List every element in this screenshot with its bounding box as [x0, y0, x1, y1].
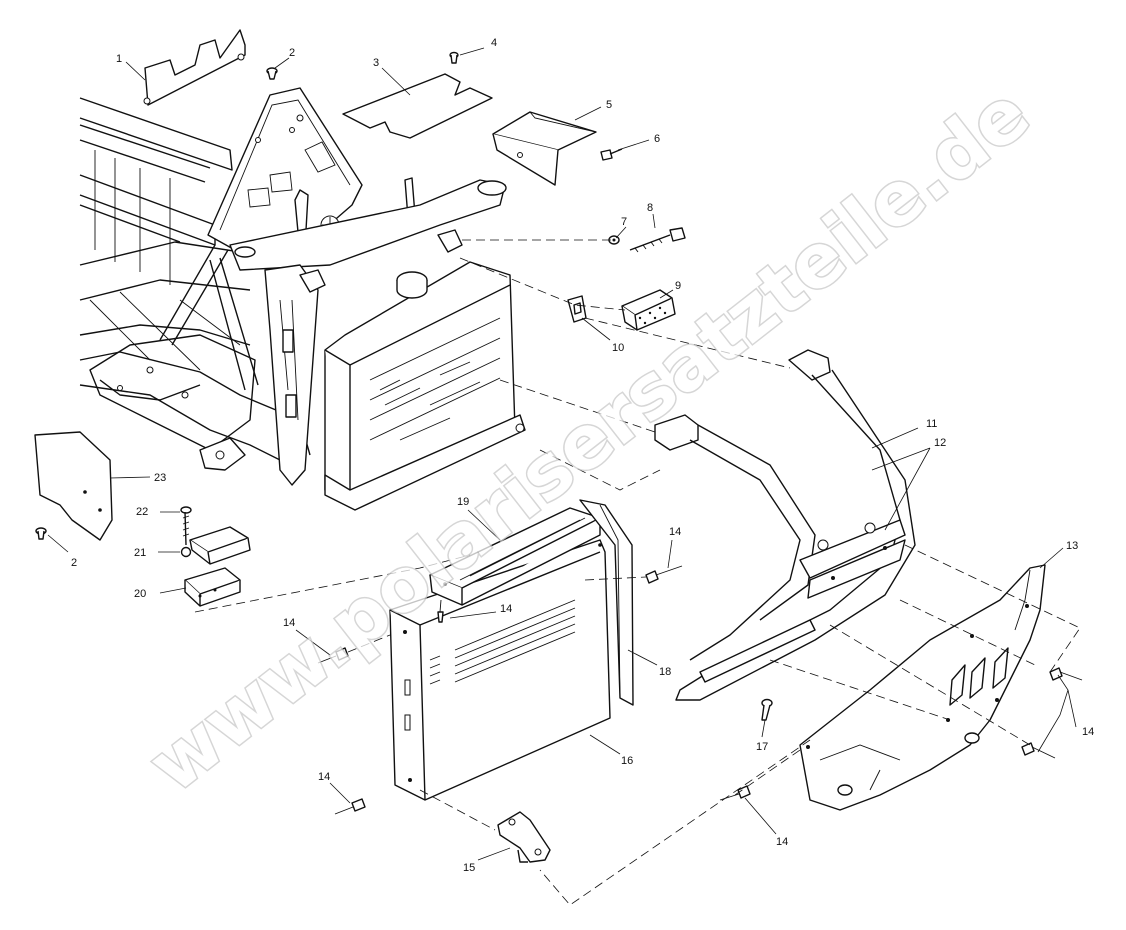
callout-16: 16: [621, 755, 633, 767]
callout-15: 15: [463, 862, 475, 874]
callout-10: 10: [612, 342, 624, 354]
callout-4: 4: [491, 37, 497, 49]
callout-21: 21: [134, 547, 146, 559]
callout-14a: 14: [669, 526, 681, 538]
radiator-assembly: [324, 261, 526, 511]
callout-11: 11: [926, 418, 937, 430]
callout-5: 5: [606, 99, 612, 111]
part-17-screw: [761, 698, 773, 721]
part-11-bumper: [654, 349, 916, 701]
callout-3: 3: [373, 57, 379, 69]
part-4-screw: [449, 51, 459, 64]
part-1-heat-shield: [143, 29, 246, 106]
part-22-screw: [180, 506, 192, 546]
callout-2b: 2: [71, 557, 77, 569]
part-2-screw-bottom: [35, 527, 47, 540]
callout-19: 19: [457, 496, 469, 508]
callout-7: 7: [621, 216, 627, 228]
part-2-screw-top: [266, 67, 278, 80]
part-21-module: [180, 526, 251, 565]
callout-14f: 14: [776, 836, 788, 848]
callout-14d: 14: [318, 771, 330, 783]
part-14-rivets: [317, 565, 1083, 815]
callout-2a: 2: [289, 47, 295, 59]
callout-22: 22: [136, 506, 148, 518]
part-8-bolt: [629, 227, 686, 253]
leader-lines: [47, 47, 1077, 861]
callout-14c: 14: [283, 617, 295, 629]
callout-labels: 1 2 3 4 5 6 7 8 9 10 11 12 13 14 14 14 1…: [71, 37, 1094, 874]
callout-14b: 14: [500, 603, 512, 615]
part-15-bracket: [497, 811, 551, 863]
callout-6: 6: [654, 133, 660, 145]
callout-18: 18: [659, 666, 671, 678]
part-9-bushing: [621, 289, 676, 331]
part-13-skid-plate: [799, 564, 1046, 811]
part-18-side-plate: [579, 499, 634, 706]
callout-9: 9: [675, 280, 681, 292]
part-3-plate: [342, 73, 493, 139]
part-16-front-panel: [389, 539, 611, 801]
part-5-bracket: [492, 111, 597, 186]
part-20-bracket: [184, 567, 241, 607]
part-23-side-guard: [34, 431, 113, 541]
callout-20: 20: [134, 588, 146, 600]
callout-14e: 14: [1082, 726, 1094, 738]
callout-23: 23: [154, 472, 166, 484]
chassis-frame: [79, 87, 507, 486]
assembly-lines: [194, 239, 1081, 906]
callout-17: 17: [756, 741, 768, 753]
callout-8: 8: [647, 202, 653, 214]
callout-12: 12: [934, 437, 946, 449]
callout-1: 1: [116, 53, 122, 65]
part-10-clip: [567, 295, 587, 323]
callout-13: 13: [1066, 540, 1078, 552]
part-6-bolt: [600, 148, 623, 161]
